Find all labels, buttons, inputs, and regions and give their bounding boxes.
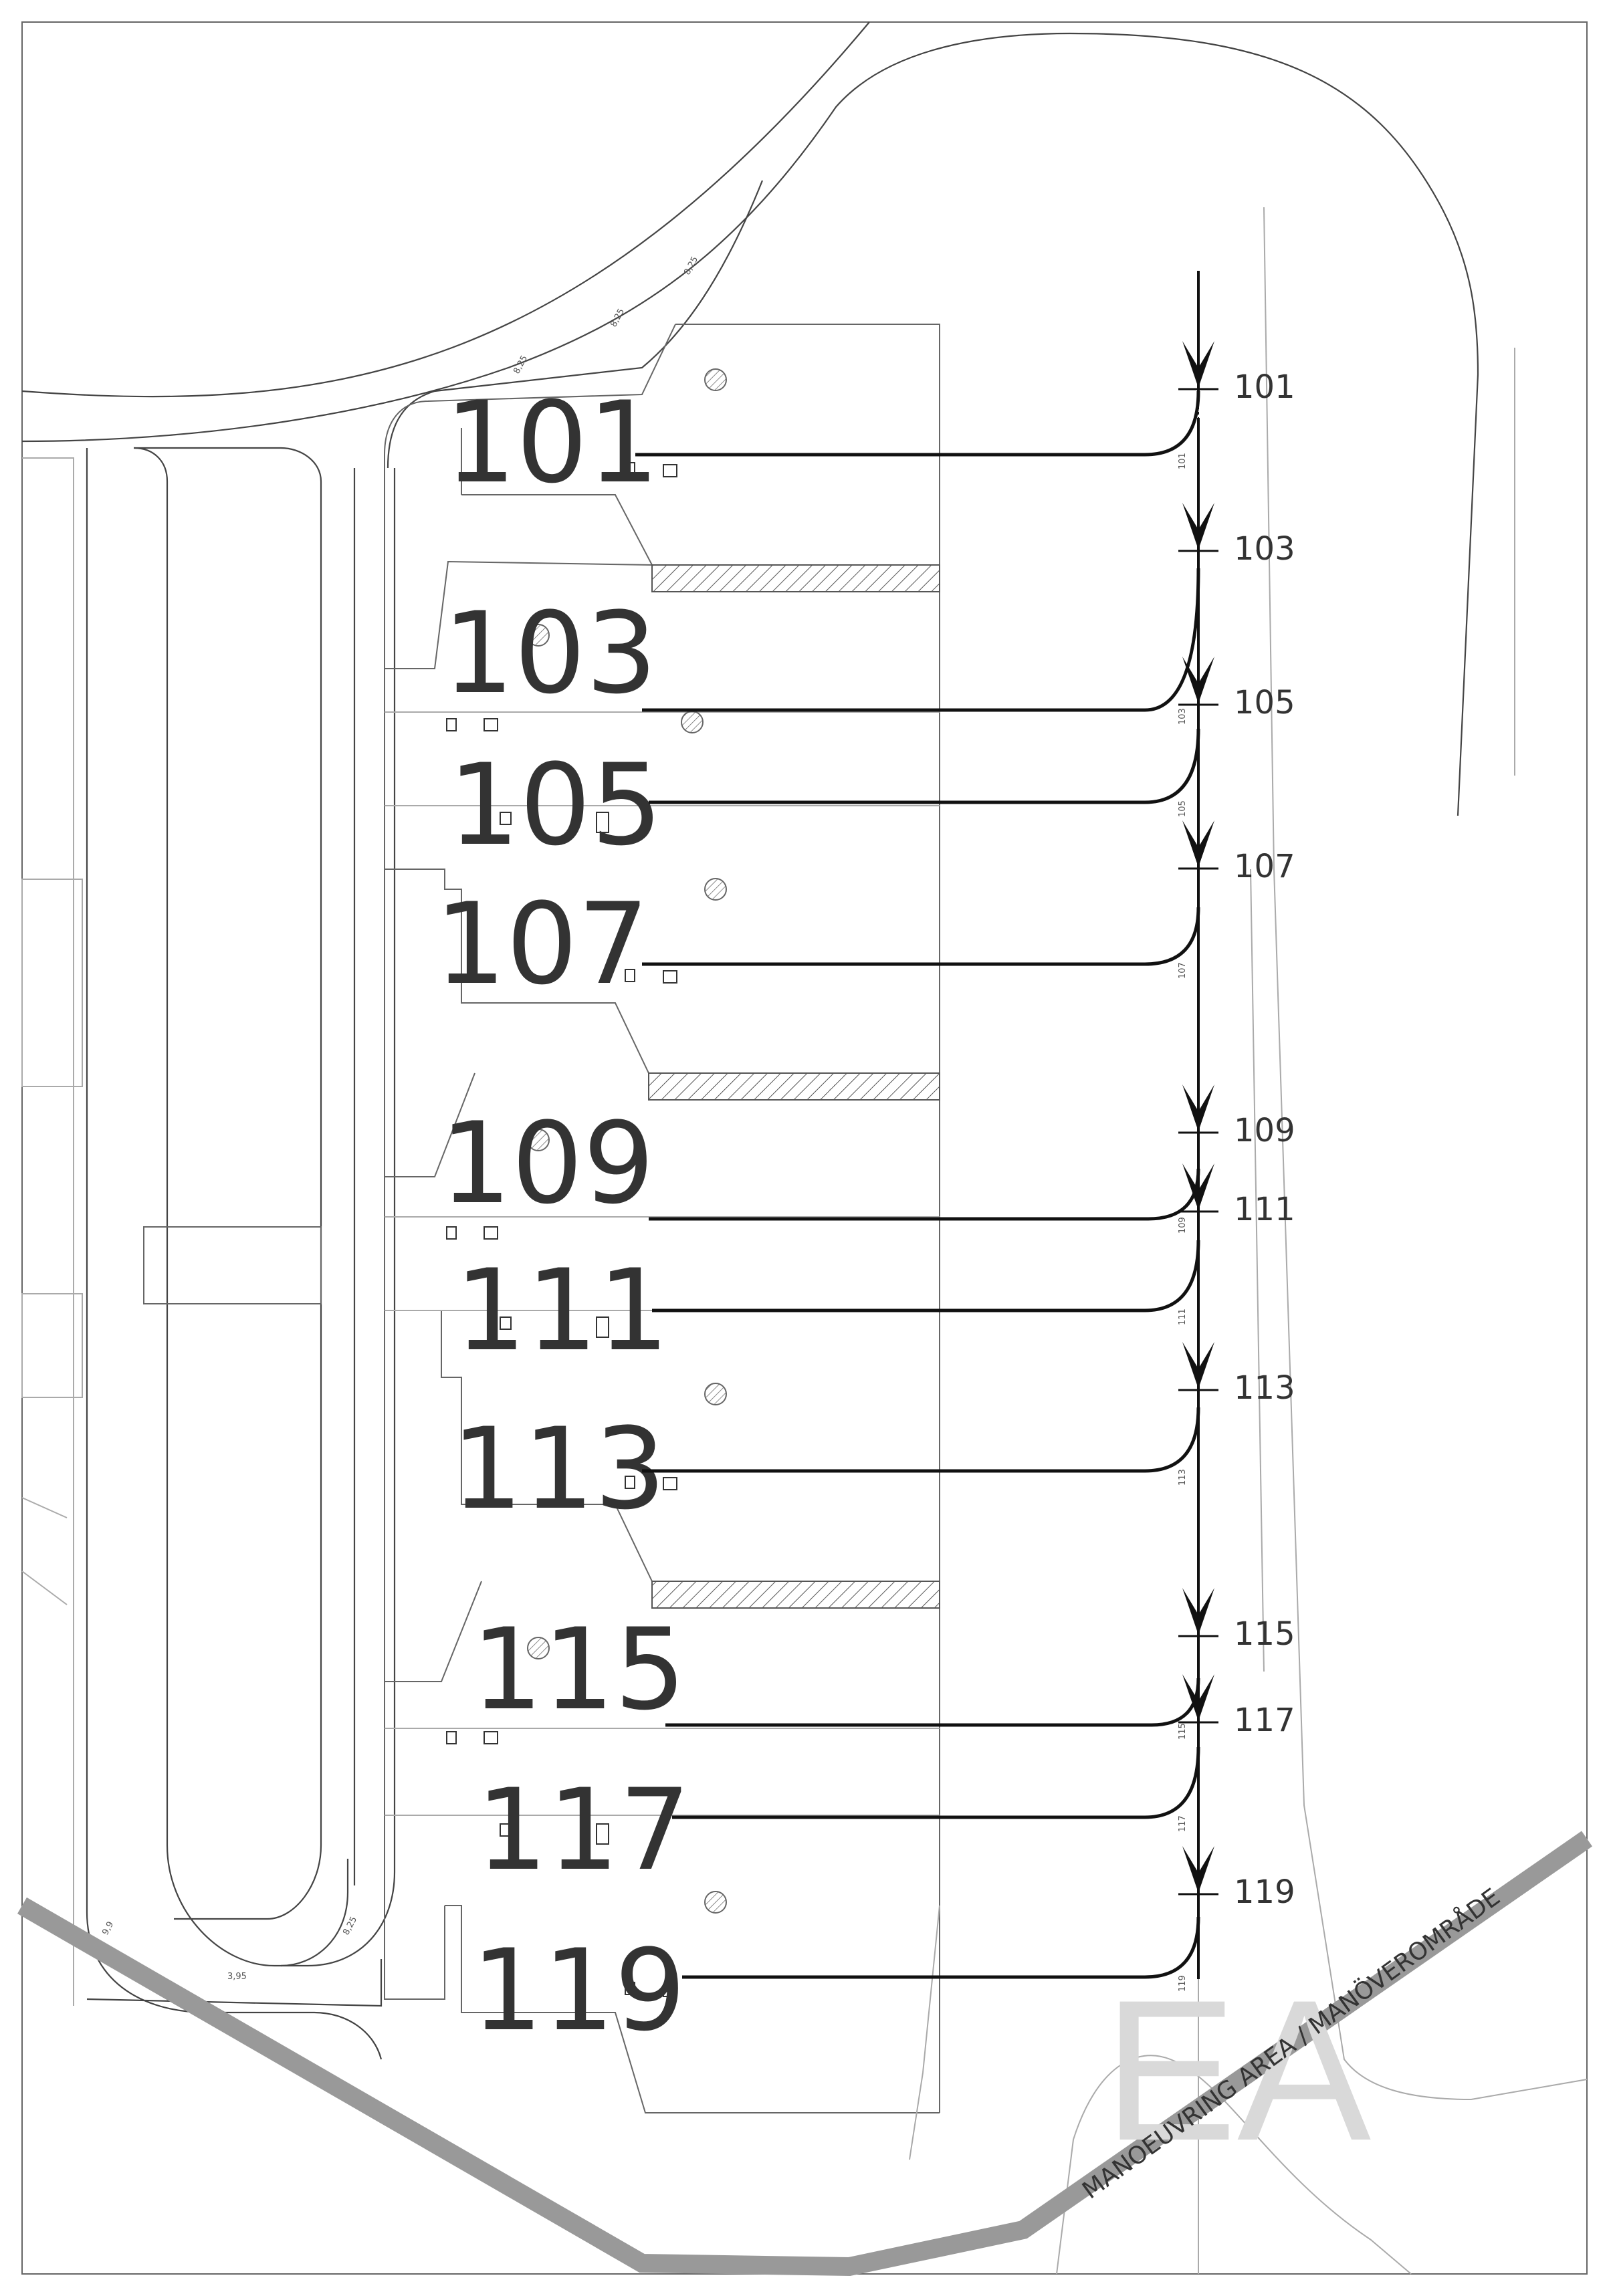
connection-label: 109 bbox=[1234, 1112, 1295, 1149]
pipe-tag: 101 bbox=[1178, 453, 1188, 469]
plot-number: 101 bbox=[445, 377, 659, 508]
flow-arrow-icon bbox=[1182, 1342, 1214, 1389]
connection-label: 105 bbox=[1234, 684, 1295, 721]
plot-number: 115 bbox=[471, 1604, 686, 1735]
connection-label: 113 bbox=[1234, 1369, 1295, 1407]
service-pipe bbox=[635, 390, 1200, 457]
tree-icon bbox=[704, 368, 727, 391]
service-pipe bbox=[642, 568, 1200, 712]
connection-label: 103 bbox=[1234, 530, 1295, 568]
road-tag: 8,25 bbox=[682, 255, 700, 277]
service-pipe bbox=[682, 1916, 1200, 1979]
flow-arrow-icon bbox=[1182, 820, 1214, 867]
drawing-frame bbox=[21, 21, 1588, 2275]
pipe-tag: 115 bbox=[1178, 1723, 1188, 1740]
connection-label: 107 bbox=[1234, 848, 1295, 885]
connection-label: 119 bbox=[1234, 1873, 1295, 1911]
pipe-tag: 113 bbox=[1178, 1469, 1188, 1486]
road-tag: 8,25 bbox=[512, 354, 530, 376]
pipe-tag: 103 bbox=[1178, 708, 1188, 725]
road-tag: 9,9 bbox=[100, 1920, 116, 1937]
service-pipe bbox=[672, 1746, 1200, 1819]
tree-icon bbox=[527, 1129, 550, 1151]
pipe-tag: 117 bbox=[1178, 1815, 1188, 1832]
service-pipe bbox=[642, 1407, 1200, 1473]
flow-arrow-icon bbox=[1182, 1674, 1214, 1721]
flow-arrow-icon bbox=[1182, 1588, 1214, 1635]
road-tag: 8,25 bbox=[609, 307, 627, 329]
pipe-tag: 107 bbox=[1178, 962, 1188, 979]
access-road bbox=[21, 21, 1515, 816]
tree-markers bbox=[527, 368, 727, 1914]
plot-block bbox=[384, 324, 940, 2160]
plot-number: 105 bbox=[448, 739, 663, 871]
flow-arrow-icon bbox=[1182, 1163, 1214, 1210]
tree-icon bbox=[704, 1891, 727, 1914]
manoeuvring-band bbox=[17, 1831, 1592, 2277]
connection-label: 101 bbox=[1234, 368, 1295, 406]
hatched-strips bbox=[648, 564, 940, 1609]
flow-arrow-icon bbox=[1182, 503, 1214, 550]
road-tag: 3,95 bbox=[227, 1972, 247, 1982]
left-boundaries bbox=[21, 457, 83, 2006]
connection-label: 117 bbox=[1234, 1702, 1295, 1739]
pipe-tag: 111 bbox=[1178, 1308, 1188, 1325]
flow-arrow-icon bbox=[1182, 657, 1214, 703]
pipe-tag: 119 bbox=[1178, 1975, 1188, 1992]
connection-label: 111 bbox=[1234, 1191, 1295, 1228]
tree-icon bbox=[527, 1637, 550, 1659]
service-pipe bbox=[652, 1240, 1200, 1312]
tree-icon bbox=[704, 878, 727, 901]
tree-icon bbox=[704, 1383, 727, 1405]
pipe-tag: 109 bbox=[1178, 1217, 1188, 1234]
tree-icon bbox=[681, 711, 704, 733]
meter-boxes bbox=[446, 462, 677, 1997]
plot-number: 109 bbox=[440, 1098, 655, 1229]
plot-number: 107 bbox=[435, 879, 649, 1010]
plot-number: 113 bbox=[451, 1403, 666, 1534]
pipe-tag: 105 bbox=[1178, 800, 1188, 817]
connection-label: 115 bbox=[1234, 1615, 1295, 1653]
flow-arrow-icon bbox=[1182, 341, 1214, 388]
service-pipe bbox=[642, 907, 1200, 966]
tree-icon bbox=[527, 624, 550, 647]
service-pipe bbox=[649, 728, 1200, 804]
flow-arrow-icon bbox=[1182, 1846, 1214, 1893]
road-loop bbox=[86, 447, 396, 2060]
service-pipe bbox=[665, 1678, 1200, 1727]
flow-arrow-icon bbox=[1182, 1084, 1214, 1131]
watermark-text: EA bbox=[1103, 1958, 1372, 2182]
service-pipe bbox=[649, 1168, 1200, 1221]
plot-number: 119 bbox=[471, 1925, 686, 2056]
plot-number: 117 bbox=[476, 1764, 691, 1896]
plot-number: 111 bbox=[455, 1245, 669, 1376]
plot-number: 103 bbox=[443, 588, 657, 719]
